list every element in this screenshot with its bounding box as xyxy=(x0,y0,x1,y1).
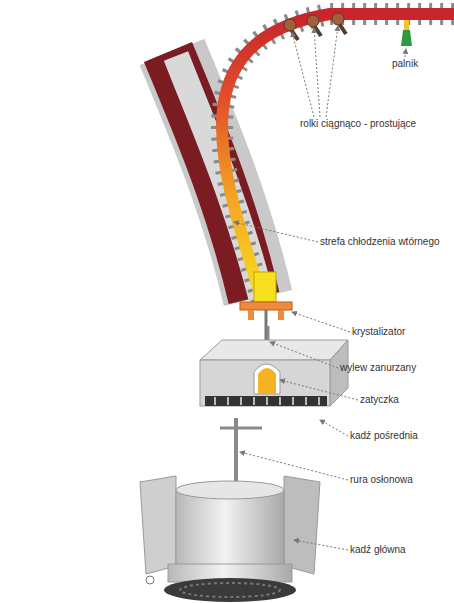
part-label: strefa chłodzenia wtórnego xyxy=(320,236,440,248)
cast-strand xyxy=(222,14,454,300)
part-label: krystalizator xyxy=(352,326,405,338)
part-label: rolki ciągnąco - prostujące xyxy=(300,118,416,130)
leader-lines xyxy=(234,26,406,550)
part-label: palnik xyxy=(392,58,418,70)
part-label: rura osłonowa xyxy=(350,474,413,486)
part-label: zatyczka xyxy=(360,394,399,406)
mould-symbol xyxy=(240,272,292,345)
shroud-symbol xyxy=(220,418,262,484)
ladle-symbol xyxy=(140,476,320,602)
tundish-symbol xyxy=(200,340,348,406)
roller-row xyxy=(222,14,454,300)
part-label: kadź główna xyxy=(350,544,406,556)
part-label: wylew zanurzany xyxy=(340,362,416,374)
part-label: kadź pośrednia xyxy=(350,430,418,442)
torch-symbol xyxy=(401,20,412,46)
